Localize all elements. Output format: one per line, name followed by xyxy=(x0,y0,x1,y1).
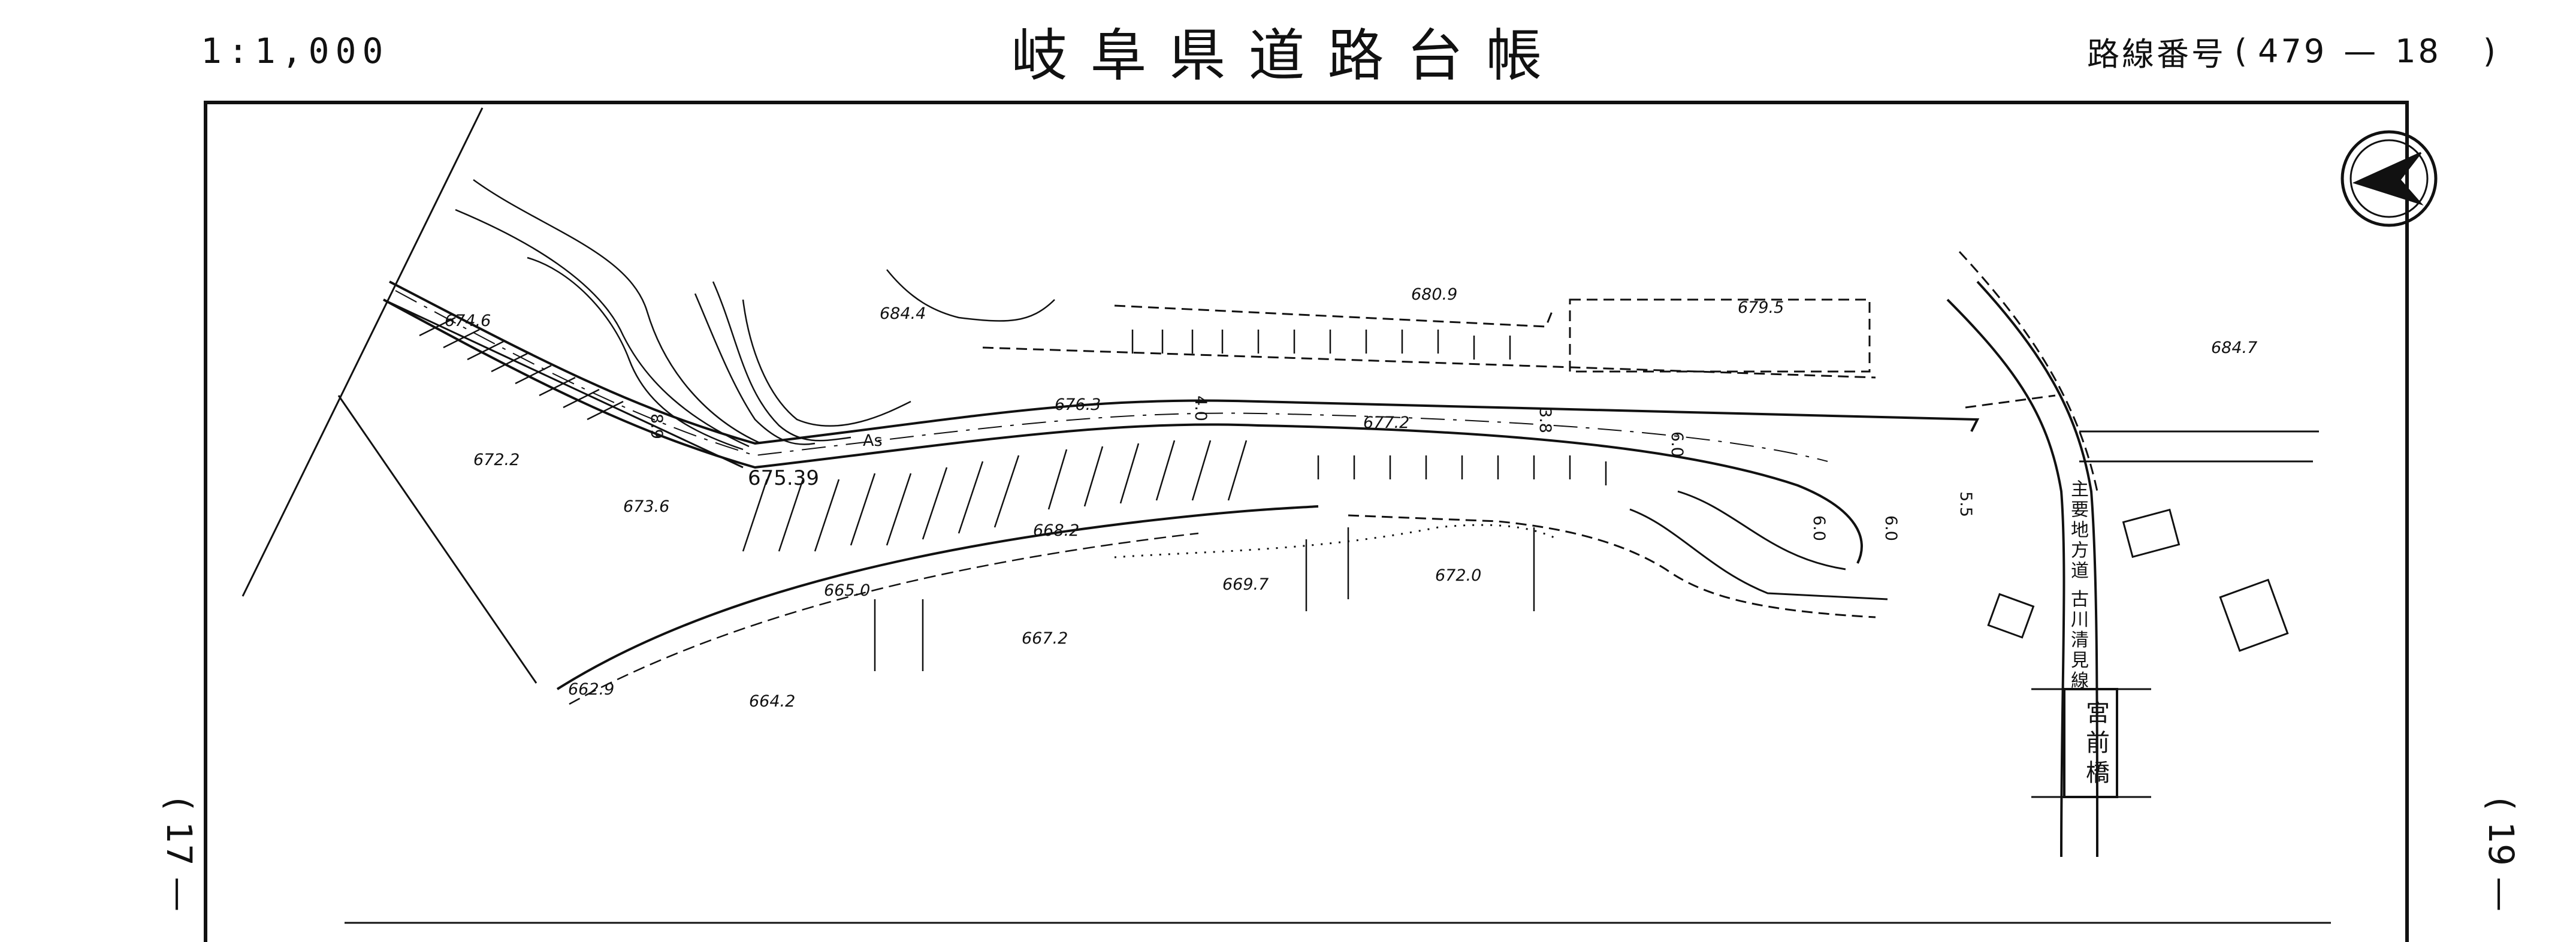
right-page-marker: ( 19 — xyxy=(2481,797,2521,912)
vegetation-line xyxy=(1114,524,1559,558)
elevation-label: 664.2 xyxy=(749,692,796,711)
elevation-label: 672.2 xyxy=(473,451,520,469)
width-label: 6.0 xyxy=(1810,515,1828,541)
route-number: 479 xyxy=(2258,32,2327,70)
width-label: 6.0 xyxy=(1882,515,1900,541)
width-label: 5.5 xyxy=(1956,491,1975,517)
route-close-paren: ) xyxy=(2483,32,2498,70)
elevation-label: 677.2 xyxy=(1363,413,1410,432)
elevation-label: 668.2 xyxy=(1033,521,1080,540)
slope-hatches xyxy=(419,316,1607,671)
buildings xyxy=(1987,508,2289,652)
north-arrow-icon xyxy=(2341,130,2438,227)
route-sub-number: 18 xyxy=(2395,32,2441,70)
elevation-label: 662.9 xyxy=(568,680,615,699)
elevation-label: 674.6 xyxy=(445,312,491,330)
elevation-label: 665.0 xyxy=(824,581,871,600)
elevation-label: 673.6 xyxy=(623,497,670,516)
route-number-block: 路線番号 ( 479 — 18 ) xyxy=(2087,0,2498,102)
route-dash: — xyxy=(2344,32,2379,70)
left-page-marker: ( 17 — xyxy=(159,797,200,912)
bridge-name: 宮前橋 xyxy=(2082,700,2109,790)
elevation-label: 672.0 xyxy=(1435,566,1482,585)
main-road xyxy=(383,280,1980,705)
elevation-label: 667.2 xyxy=(1022,629,1068,648)
map-sheet-frame xyxy=(204,101,2409,942)
elevation-label: 680.9 xyxy=(1411,285,1458,304)
width-label: 6.0 xyxy=(1668,431,1686,457)
pavement-label: As xyxy=(863,431,883,450)
map-scale: 1:1,000 xyxy=(201,31,389,71)
elevation-label: 679.5 xyxy=(1738,298,1784,317)
elevation-label: 684.4 xyxy=(880,304,926,323)
route-open-paren: ( xyxy=(2234,32,2250,70)
width-label: 3.8 xyxy=(1536,407,1554,433)
elevation-label: 675.39 xyxy=(748,466,819,490)
width-label: 4.0 xyxy=(1191,395,1210,421)
crossroad-name: 主要地方道 古川清見線 xyxy=(2067,479,2088,692)
elevation-label: 676.3 xyxy=(1055,395,1101,414)
elevation-label: 684.7 xyxy=(2211,339,2258,357)
bridge-miyamae xyxy=(2031,688,2151,798)
page-title: 岐阜県道路台帳 xyxy=(1011,23,1565,89)
crossroad xyxy=(1946,250,2319,858)
route-label: 路線番号 xyxy=(2087,35,2227,73)
width-label: 8.9 xyxy=(647,413,666,439)
contour-lines xyxy=(455,179,1055,451)
elevation-label: 669.7 xyxy=(1222,575,1269,594)
